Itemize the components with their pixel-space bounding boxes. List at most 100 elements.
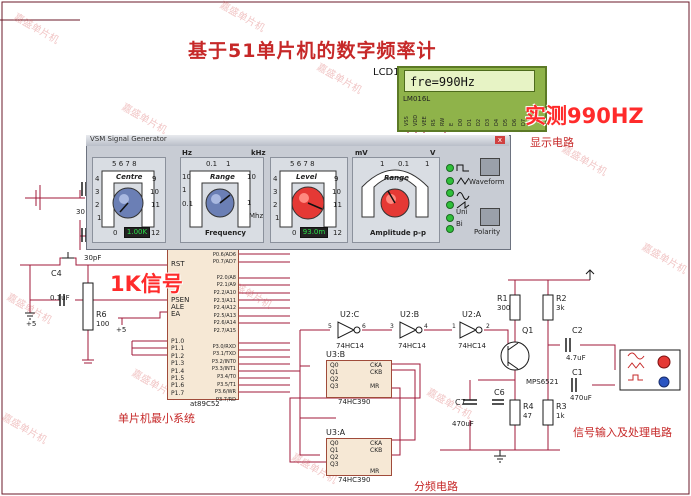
amp-ground <box>494 450 506 463</box>
freq-range-1: 1 <box>226 160 231 168</box>
pin-6: 6 <box>362 323 366 330</box>
u3a-part: 74HC390 <box>338 476 371 484</box>
c7-label: C7 <box>455 398 466 407</box>
mcu-pin-p1-1: P1.1 <box>171 345 185 353</box>
mcu-right-pins: P0.5/AD5P0.6/AD6P0.7/AD7P2.0/A8P2.1/A9P2… <box>208 244 236 404</box>
signal-source <box>619 349 681 391</box>
u3b-right-pins: CKA CKB MR <box>370 362 382 390</box>
lcd-pin-vee: VEE <box>422 116 428 126</box>
q1-part: MPS6521 <box>526 378 559 386</box>
generator-close-button[interactable]: x <box>495 136 505 144</box>
display-section-label: 显示电路 <box>530 136 574 149</box>
waveform-button[interactable] <box>480 158 500 176</box>
amp-range-1: 1 <box>380 160 385 168</box>
c4-label: C4 <box>51 269 62 278</box>
mcu-pin-rst: RST <box>171 260 185 268</box>
u2a-label: U2:A <box>462 310 482 319</box>
vcc-left: +5 <box>26 320 37 328</box>
u3a-chip[interactable] <box>326 438 392 476</box>
uni-label: Uni <box>456 208 468 216</box>
generator-title: VSM Signal Generator <box>90 135 167 143</box>
freq-range-1m: 1 <box>247 199 252 207</box>
lcd-pin-d1: D1 <box>467 118 473 126</box>
centre-knob-label: Centre <box>116 173 143 181</box>
polarity-caption: Polarity <box>474 228 501 236</box>
vcc-ea: +5 <box>116 326 127 334</box>
lcd-pin-rw: RW <box>440 117 446 126</box>
level-value-display: 93.0m <box>300 227 328 238</box>
lcd-pin-d6: D6 <box>512 118 518 126</box>
u3b-mr: MR <box>370 383 380 390</box>
lcd-pin-vss: VSS <box>404 116 410 126</box>
mcu-pin-p2-1-a9: P2.1/A9 <box>216 282 236 289</box>
mcu-pin-p3-2-int0: P3.2/INT0 <box>211 358 236 365</box>
pin-1: 1 <box>452 323 456 330</box>
r2-value: 3k <box>556 304 565 312</box>
lcd-pin-vdd: VDD <box>413 114 419 126</box>
centre-scale-top: 5 6 7 8 <box>112 160 137 168</box>
mcu-pin-p3-0-rxd: P3.0/RXD <box>212 343 236 350</box>
frequency-caption: Frequency <box>205 229 246 237</box>
c1-value: 470uF <box>570 394 592 402</box>
centre-scale-9: 9 <box>152 175 157 183</box>
page-title: 基于51单片机的数字频率计 <box>188 40 437 62</box>
level-scale-2: 2 <box>273 201 278 209</box>
lcd-pin-d2: D2 <box>476 118 482 126</box>
waveform-area <box>444 156 506 244</box>
lcd-pin-d4: D4 <box>494 118 500 126</box>
frequency-range-label: Range <box>210 173 235 181</box>
amplitude-range-label: Range <box>384 174 409 182</box>
amplifier-capacitors <box>463 338 577 405</box>
level-scale-8: 8 <box>310 160 315 168</box>
amplitude-range-dial <box>361 169 429 218</box>
mcu-pin-p1-7: P1.7 <box>171 389 185 397</box>
mcu-pin-p1-2: P1.2 <box>171 352 185 360</box>
r6-label: R6 <box>96 310 107 319</box>
centre-scale-0: 0 <box>113 229 118 237</box>
u3b-ckb: CKB <box>370 369 383 376</box>
centre-scale-12: 12 <box>151 229 160 237</box>
centre-scale-3: 3 <box>95 188 100 196</box>
u3b-label: U3:B <box>326 350 346 359</box>
polarity-button[interactable] <box>480 208 500 226</box>
measured-frequency-label: 实测990HZ <box>525 104 644 128</box>
u3b-chip[interactable] <box>326 360 392 398</box>
mcu-pin-p3-7-rd: P3.7/RD <box>216 396 236 403</box>
signal-section-label: 信号输入及处理电路 <box>573 426 672 439</box>
mcu-pin-p2-7-a15: P2.7/A15 <box>213 327 236 334</box>
pin-4: 4 <box>424 323 428 330</box>
level-scale-6: 6 <box>296 160 302 168</box>
mcu-pin-p1-0: P1.0 <box>171 338 185 345</box>
r1-label: R1 <box>497 294 508 303</box>
freq-range-0.1: 0.1 <box>206 160 218 168</box>
r4-value: 47 <box>523 412 532 420</box>
level-scale-9: 9 <box>334 175 339 183</box>
level-scale-7: 7 <box>303 160 308 168</box>
mcu-pin-p1-5: P1.5 <box>171 375 185 383</box>
inverter-gates <box>337 321 483 339</box>
mcu-chip[interactable] <box>167 240 239 400</box>
mcu-pin-p2-5-a13: P2.5/A13 <box>213 312 236 319</box>
frequency-range-dial <box>189 170 251 228</box>
transistor-q1 <box>500 341 530 371</box>
inverter-chain-wires <box>289 329 509 463</box>
level-scale-11: 11 <box>333 201 342 209</box>
lcd-pin-rs: RS <box>431 119 437 126</box>
u2b-label: U2:B <box>400 310 420 319</box>
ground-symbol <box>25 312 35 320</box>
mhz-unit: Mhz <box>249 212 264 220</box>
u2c-label: U2:C <box>340 310 360 319</box>
lcd-pin-d0: D0 <box>458 118 464 126</box>
level-scale-10: 10 <box>332 188 341 196</box>
c1-label: C1 <box>572 368 583 377</box>
c-top-value: 30 <box>76 208 85 216</box>
freq-range-0.1-left: 0.1 <box>182 200 194 208</box>
generator-titlebar[interactable] <box>86 135 509 146</box>
level-scale-1: 1 <box>275 214 280 222</box>
mcu-pin-p3-3-int1: P3.3/INT1 <box>211 366 236 373</box>
divider-section-label: 分频电路 <box>414 480 458 493</box>
lcd-model-label: LM016L <box>403 95 431 103</box>
level-scale-0: 0 <box>292 229 297 237</box>
u2c-part: 74HC14 <box>336 342 364 350</box>
u3a-left-pins: Q0 Q1 Q2 Q3 <box>330 440 339 468</box>
